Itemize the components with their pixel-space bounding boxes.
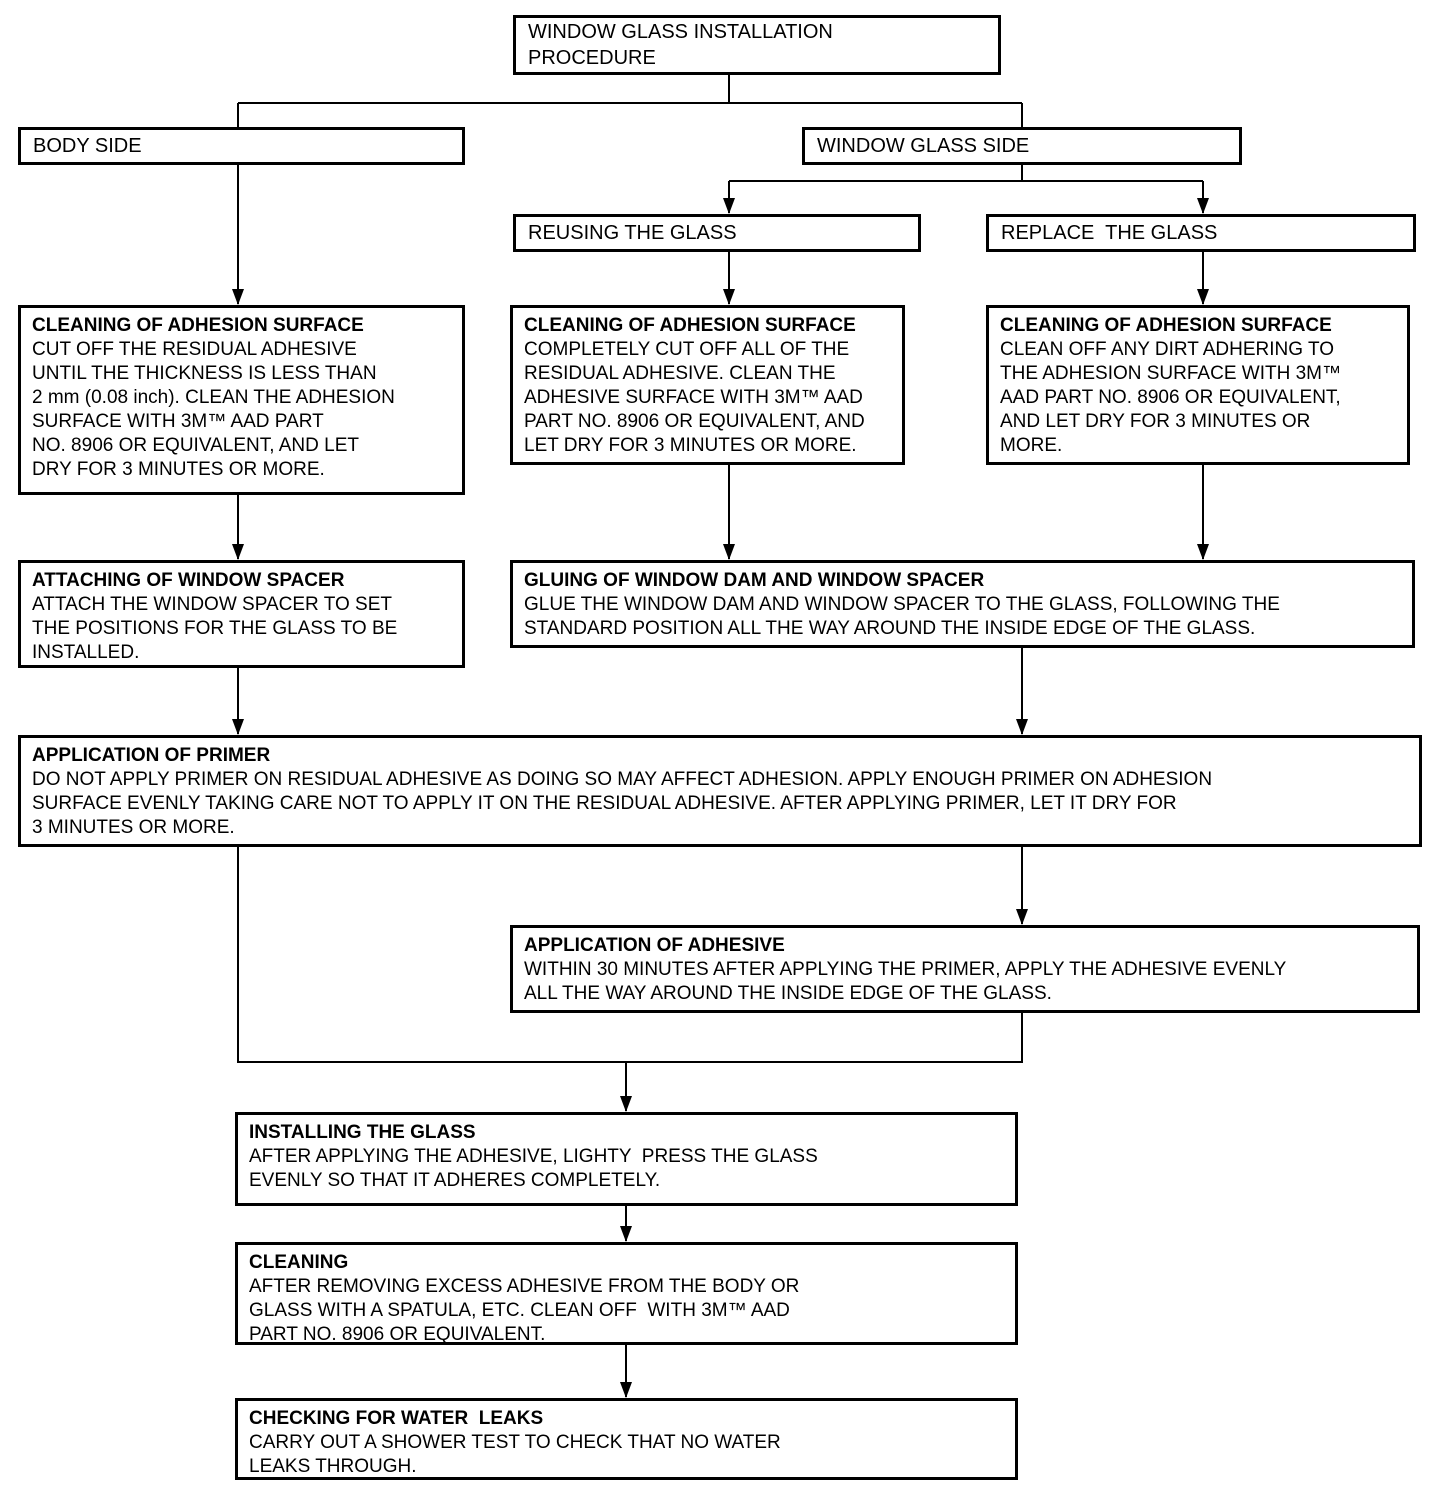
step-body: ATTACH THE WINDOW SPACER TO SET THE POSI…: [32, 594, 398, 663]
step-body: CARRY OUT A SHOWER TEST TO CHECK THAT NO…: [249, 1432, 781, 1477]
reusing-glass-node: REUSING THE GLASS: [513, 214, 921, 252]
attaching-spacer-node: ATTACHING OF WINDOW SPACER ATTACH THE WI…: [18, 560, 465, 668]
cleaning-reusing-node: CLEANING OF ADHESION SURFACE COMPLETELY …: [510, 305, 905, 465]
step-heading: CHECKING FOR WATER LEAKS: [249, 1408, 544, 1429]
checking-leaks-node: CHECKING FOR WATER LEAKS CARRY OUT A SHO…: [235, 1398, 1018, 1480]
gluing-dam-spacer-node: GLUING OF WINDOW DAM AND WINDOW SPACER G…: [510, 560, 1415, 648]
step-heading: CLEANING: [249, 1252, 349, 1273]
step-heading: ATTACHING OF WINDOW SPACER: [32, 570, 345, 591]
step-body: AFTER APPLYING THE ADHESIVE, LIGHTY PRES…: [249, 1146, 818, 1191]
step-body: CLEAN OFF ANY DIRT ADHERING TO THE ADHES…: [1000, 339, 1341, 456]
step-heading: INSTALLING THE GLASS: [249, 1122, 476, 1143]
reusing-glass-label: REUSING THE GLASS: [528, 222, 737, 244]
body-side-node: BODY SIDE: [18, 127, 465, 165]
connector-trunk: [237, 75, 1203, 1063]
step-body: GLUE THE WINDOW DAM AND WINDOW SPACER TO…: [524, 594, 1280, 639]
replace-glass-node: REPLACE THE GLASS: [986, 214, 1416, 252]
application-primer-node: APPLICATION OF PRIMER DO NOT APPLY PRIME…: [18, 735, 1422, 847]
window-glass-side-label: WINDOW GLASS SIDE: [817, 135, 1030, 157]
window-glass-side-node: WINDOW GLASS SIDE: [802, 127, 1242, 165]
step-heading: APPLICATION OF ADHESIVE: [524, 935, 785, 956]
step-heading: APPLICATION OF PRIMER: [32, 745, 271, 766]
cleaning-final-node: CLEANING AFTER REMOVING EXCESS ADHESIVE …: [235, 1242, 1018, 1345]
step-heading: GLUING OF WINDOW DAM AND WINDOW SPACER: [524, 570, 985, 591]
step-heading: CLEANING OF ADHESION SURFACE: [32, 315, 364, 336]
step-heading: CLEANING OF ADHESION SURFACE: [524, 315, 856, 336]
installing-glass-node: INSTALLING THE GLASS AFTER APPLYING THE …: [235, 1112, 1018, 1206]
title-text: WINDOW GLASS INSTALLATION PROCEDURE: [528, 21, 833, 69]
cleaning-body-side-node: CLEANING OF ADHESION SURFACE CUT OFF THE…: [18, 305, 465, 495]
step-body: WITHIN 30 MINUTES AFTER APPLYING THE PRI…: [524, 959, 1287, 1004]
cleaning-replace-node: CLEANING OF ADHESION SURFACE CLEAN OFF A…: [986, 305, 1410, 465]
step-body: COMPLETELY CUT OFF ALL OF THE RESIDUAL A…: [524, 339, 865, 456]
replace-glass-label: REPLACE THE GLASS: [1001, 222, 1218, 244]
body-side-label: BODY SIDE: [33, 135, 142, 157]
step-heading: CLEANING OF ADHESION SURFACE: [1000, 315, 1332, 336]
step-body: AFTER REMOVING EXCESS ADHESIVE FROM THE …: [249, 1276, 800, 1345]
step-body: DO NOT APPLY PRIMER ON RESIDUAL ADHESIVE…: [32, 769, 1213, 838]
application-adhesive-node: APPLICATION OF ADHESIVE WITHIN 30 MINUTE…: [510, 925, 1420, 1013]
step-body: CUT OFF THE RESIDUAL ADHESIVE UNTIL THE …: [32, 339, 395, 480]
title-node: WINDOW GLASS INSTALLATION PROCEDURE: [513, 15, 1001, 75]
